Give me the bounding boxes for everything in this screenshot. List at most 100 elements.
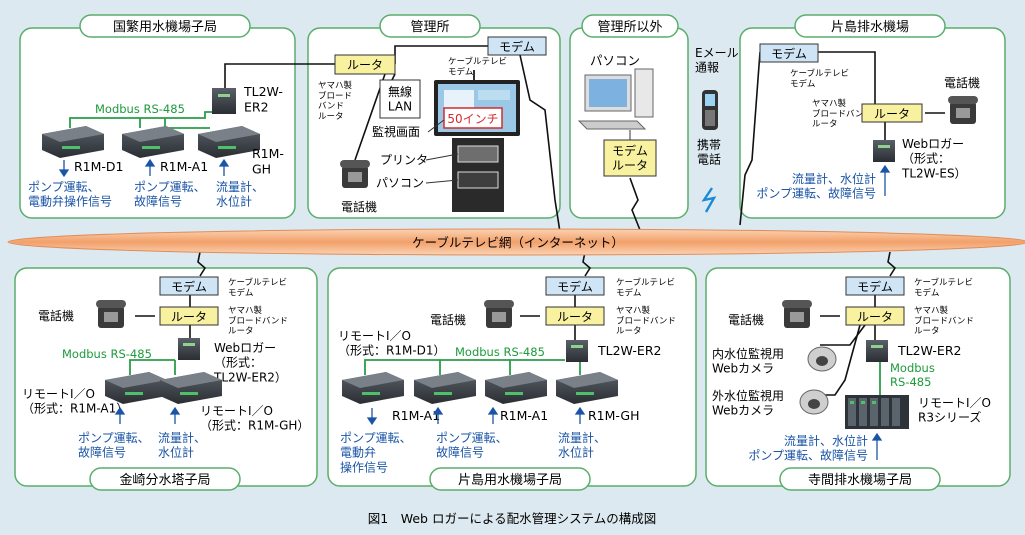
text-line: ケーブルテレビ — [914, 277, 973, 288]
text-line: R1M- — [252, 146, 284, 161]
phone-icon — [96, 300, 126, 328]
text-line: （形式： — [214, 356, 262, 370]
mobile-label: 携帯電話 — [697, 137, 721, 167]
text-line: （形式：R1M-D1） — [338, 344, 446, 358]
text-line: 故障信号 — [78, 445, 126, 460]
text-line: モデム — [612, 143, 648, 158]
rio-a1-unit-2 — [485, 372, 547, 404]
wlan-box — [379, 79, 421, 119]
text-line: 内水位監視用 — [712, 346, 784, 361]
router-label: ルータ — [557, 310, 593, 324]
text-line: ブロードバンド — [914, 315, 974, 326]
title-kunihan: 国繁用水機場子局 — [113, 19, 217, 35]
rio-a1-label: リモートI／O（形式：R1M-A1） — [22, 387, 128, 416]
text-line: ポンプ運転、 — [436, 431, 508, 445]
modem-box — [545, 276, 605, 296]
text-line: バンド — [318, 102, 344, 112]
text-line: ルータ — [318, 112, 344, 122]
modem-router-box — [603, 139, 657, 177]
r3-rio-rack — [845, 395, 909, 429]
text-line: 電動弁 — [340, 445, 376, 460]
text-line: 操作信号 — [340, 459, 388, 474]
text-line: 電動弁操作信号 — [28, 194, 112, 209]
cable-tv-network — [7, 228, 1025, 256]
modem-label: モデム — [557, 279, 593, 294]
text-line: モデム — [914, 287, 939, 298]
router-note: ヤマハ製ブロードバンドルータ — [812, 98, 872, 130]
text-line: 流量計、水位計 — [792, 171, 876, 186]
text-line: リモートI／O — [200, 404, 273, 418]
text-line: モデム — [228, 287, 253, 298]
catv-note: ケーブルテレビモデム — [448, 56, 507, 77]
text-line: ブロードバンド — [812, 108, 872, 119]
router-note: ヤマハ製ブロードバンドルータ — [318, 80, 353, 122]
router-note: ヤマハ製ブロードバンドルータ — [616, 305, 676, 337]
catv-note: ケーブルテレビモデム — [228, 277, 287, 298]
printer-label: プリンタ — [380, 153, 428, 167]
text-line: ケーブルテレビ — [616, 277, 675, 288]
phone-icon — [484, 300, 514, 328]
rio-a1-unit — [105, 372, 167, 404]
network-links — [135, 45, 945, 396]
tl2w-label: TL2W-ER2 — [897, 343, 961, 358]
tl2w-label: TL2W-ER2 — [597, 343, 661, 358]
modem-label: モデム — [171, 279, 207, 294]
logger-device — [178, 338, 200, 360]
modem-box — [845, 276, 905, 296]
text-line: モデム — [448, 66, 473, 77]
phone-icon — [782, 300, 812, 328]
router-box — [334, 54, 396, 75]
camera-dome-icon — [807, 346, 837, 372]
phone-label: 電話機 — [944, 75, 980, 90]
signals-label: 流量計、水位計ポンプ運転、故障信号 — [748, 433, 868, 463]
text-line: ポンプ運転、故障信号 — [748, 448, 868, 463]
sig-gh: 流量計、水位計 — [558, 430, 606, 460]
tl2w-device — [212, 88, 236, 114]
rio-gh-unit — [556, 372, 618, 404]
text-line: ケーブルテレビ — [228, 277, 287, 288]
text-line: モデム — [616, 287, 641, 298]
text-line: ケーブルテレビ — [790, 68, 849, 79]
router-box — [159, 306, 219, 326]
sig-a1: ポンプ運転、故障信号 — [436, 431, 508, 460]
camera-dome-icon — [799, 389, 829, 415]
router-note: ヤマハ製ブロードバンドルータ — [914, 305, 974, 337]
text-line: ルータ — [228, 327, 254, 337]
email-label: Eメール通報 — [695, 46, 739, 75]
phone-label: 電話機 — [38, 308, 74, 323]
text-line: 水位計 — [216, 194, 252, 209]
router-box — [845, 306, 905, 326]
modem-box — [159, 276, 219, 296]
sig-gh: 流量計、水位計 — [158, 430, 206, 460]
text-line: 流量計、 — [216, 179, 264, 194]
title-kanezaki: 金崎分水塔子局 — [119, 472, 210, 488]
text-line: Webロガー — [902, 137, 964, 151]
title-terama: 寺間排水機場子局 — [808, 473, 912, 488]
text-line: ルータ — [914, 327, 940, 337]
title-katashima-water: 片島用水機場子局 — [458, 473, 562, 488]
tl2w-label: TL2W-ER2 — [243, 84, 283, 114]
tl2w-device — [566, 340, 588, 362]
site-other: パソコン モデムルータ Eメール通報 携帯電話 — [577, 46, 739, 213]
text-line: Webロガー — [214, 341, 276, 355]
text-line: 無線 — [388, 84, 412, 99]
text-line: RS-485 — [890, 375, 931, 389]
modbus-label: Modbus RS-485 — [62, 347, 152, 361]
logger-device — [873, 140, 895, 162]
site-terama: モデム ケーブルテレビモデム ルータ ヤマハ製ブロードバンドルータ 電話機 内水… — [712, 276, 991, 463]
rio-gh-unit — [160, 372, 222, 404]
text-line: 故障信号 — [436, 445, 484, 460]
router-label: ルータ — [347, 58, 383, 72]
rio-d1-label: リモートI／O（形式：R1M-D1） — [338, 329, 446, 358]
r1m-a1-label-1: R1M-A1 — [392, 408, 440, 423]
router-label: ルータ — [874, 107, 910, 121]
text-line: 通報 — [695, 61, 719, 75]
signals-label: 流量計、水位計ポンプ運転、故障信号 — [756, 171, 876, 201]
sig-a1: ポンプ運転、故障信号 — [134, 180, 206, 209]
text-line: リモートI／O — [918, 396, 991, 410]
r1m-a1-label-2: R1M-A1 — [500, 408, 548, 423]
modbus-label: Modbus RS-485 — [455, 345, 545, 359]
text-line: ER2 — [244, 99, 269, 114]
